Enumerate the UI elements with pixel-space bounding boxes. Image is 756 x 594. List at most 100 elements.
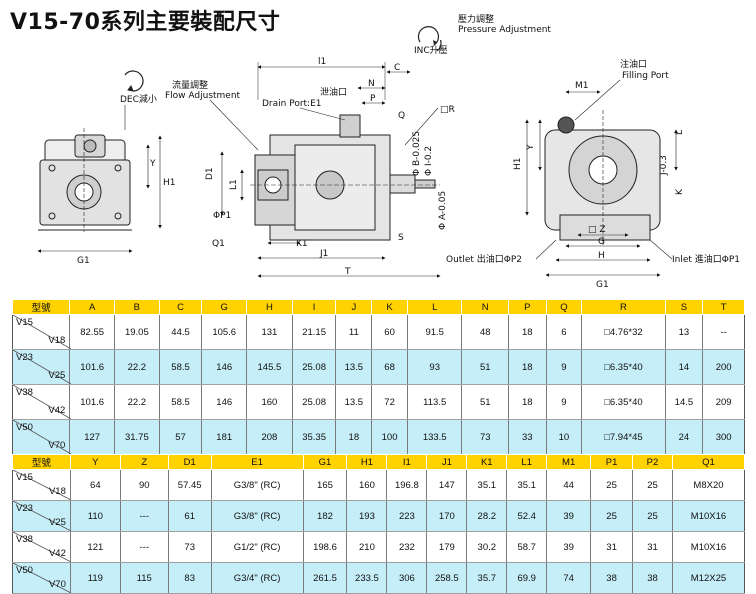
col-header: E1 (210, 454, 304, 470)
col-header: P2 (632, 454, 673, 470)
table-cell: 232 (386, 531, 427, 563)
col-header: P (507, 299, 547, 315)
table-header-row: 型號 A B C G H I J K L N P Q R S T (11, 299, 745, 315)
table-cell: 83 (167, 562, 212, 594)
spec-table-2: 型號 Y Z D1 E1 G1 H1 I1 J1 K1 L1 M1 P1 P2 … (12, 454, 746, 594)
col-header: D1 (167, 454, 212, 470)
col-header: T (702, 299, 745, 315)
dim-l1b: L1 (229, 179, 239, 190)
inc-label: INC升壓 (414, 45, 448, 56)
filling-zh: 注油口 (620, 58, 647, 70)
drain-zh: 泄油口 (320, 86, 347, 98)
col-header: G (201, 299, 248, 315)
dim-d1: D1 (205, 167, 215, 180)
pressure-en-text: Pressure Adjustment (458, 25, 551, 35)
sq-r-label: □R (440, 105, 455, 115)
diagonal-divider (13, 470, 71, 500)
table-cell: 39 (546, 500, 591, 532)
dim-p: P (370, 94, 376, 104)
model-secondary: V18 (48, 486, 66, 497)
table-cell: --- (119, 500, 169, 532)
col-header: Y (69, 454, 121, 470)
model-secondary: V70 (48, 579, 66, 590)
table-cell: 113.5 (406, 384, 462, 420)
col-header: G1 (302, 454, 348, 470)
table-cell: 127 (69, 419, 115, 455)
col-header: L (406, 299, 463, 315)
dim-j-rear: J-0.3 (659, 155, 669, 176)
model-primary: V38 (16, 534, 33, 545)
table-cell: 18 (507, 384, 547, 420)
model-primary: V15 (16, 472, 33, 483)
dim-a: Φ A-0.05 (438, 191, 448, 230)
table-cell: 51 (461, 384, 509, 420)
table-cell: 35.7 (466, 562, 507, 594)
table-cell: 258.5 (426, 562, 467, 594)
col-header: M1 (546, 454, 592, 470)
col-header: C (158, 299, 203, 315)
col-header: L1 (506, 454, 548, 470)
table-cell: M12X25 (671, 562, 745, 594)
col-header: H (246, 299, 293, 315)
inc-arrow-icon (417, 26, 440, 46)
table-cell: 64 (69, 469, 121, 501)
table-cell: 21.15 (291, 314, 336, 350)
table-cell: 182 (302, 500, 347, 532)
table-cell: 179 (426, 531, 467, 563)
table-cell: 100 (371, 419, 408, 455)
diagonal-divider (13, 315, 71, 349)
table-cell: 119 (69, 562, 121, 594)
dim-h-rear: H (598, 251, 605, 261)
col-header: J (335, 299, 373, 315)
dim-g1-front: G1 (77, 256, 90, 266)
dim-i: Φ I-0.2 (424, 146, 434, 176)
dim-k-rear: K (675, 188, 685, 195)
table-cell: 19.05 (114, 314, 160, 350)
col-header: Q (545, 299, 583, 315)
table-cell: 165 (302, 469, 347, 501)
table-cell: 25 (632, 500, 673, 532)
dim-l1: l1 (318, 57, 326, 67)
table-cell: 14.5 (664, 384, 703, 420)
table-cell: 44 (546, 469, 591, 501)
table-cell: 9 (545, 349, 582, 385)
model-primary: V15 (16, 317, 33, 328)
table-cell: 306 (386, 562, 427, 594)
table-cell: 31.75 (114, 419, 160, 455)
flow-en: Flow Adjustment (165, 91, 241, 101)
table-cell: 101.6 (69, 349, 115, 385)
col-header: Q1 (671, 454, 746, 470)
table-cell: 300 (702, 419, 745, 455)
front-view (38, 128, 132, 232)
table-cell: 52.4 (506, 500, 547, 532)
table-cell: 93 (406, 349, 462, 385)
filling-en: Filling Port (622, 71, 669, 81)
model-secondary: V18 (48, 335, 66, 346)
table-cell: M10X16 (671, 531, 745, 563)
dim-s: S (398, 233, 404, 243)
table-cell: 58.7 (506, 531, 547, 563)
table-cell: 35.35 (291, 419, 336, 455)
dim-m1: M1 (575, 81, 589, 91)
table-cell: 68 (371, 349, 408, 385)
model-secondary: V70 (48, 440, 66, 451)
table-cell: 160 (346, 469, 387, 501)
model-primary: V23 (16, 352, 33, 363)
table-cell: 25.08 (291, 349, 336, 385)
table-cell: 181 (201, 419, 247, 455)
dim-t: T (344, 267, 351, 277)
table-cell: 51 (461, 349, 509, 385)
table-cell: 82.55 (69, 314, 115, 350)
table-cell: 261.5 (302, 562, 347, 594)
table-cell: 35.1 (466, 469, 507, 501)
table-cell: G1/2" (RC) (210, 531, 303, 563)
